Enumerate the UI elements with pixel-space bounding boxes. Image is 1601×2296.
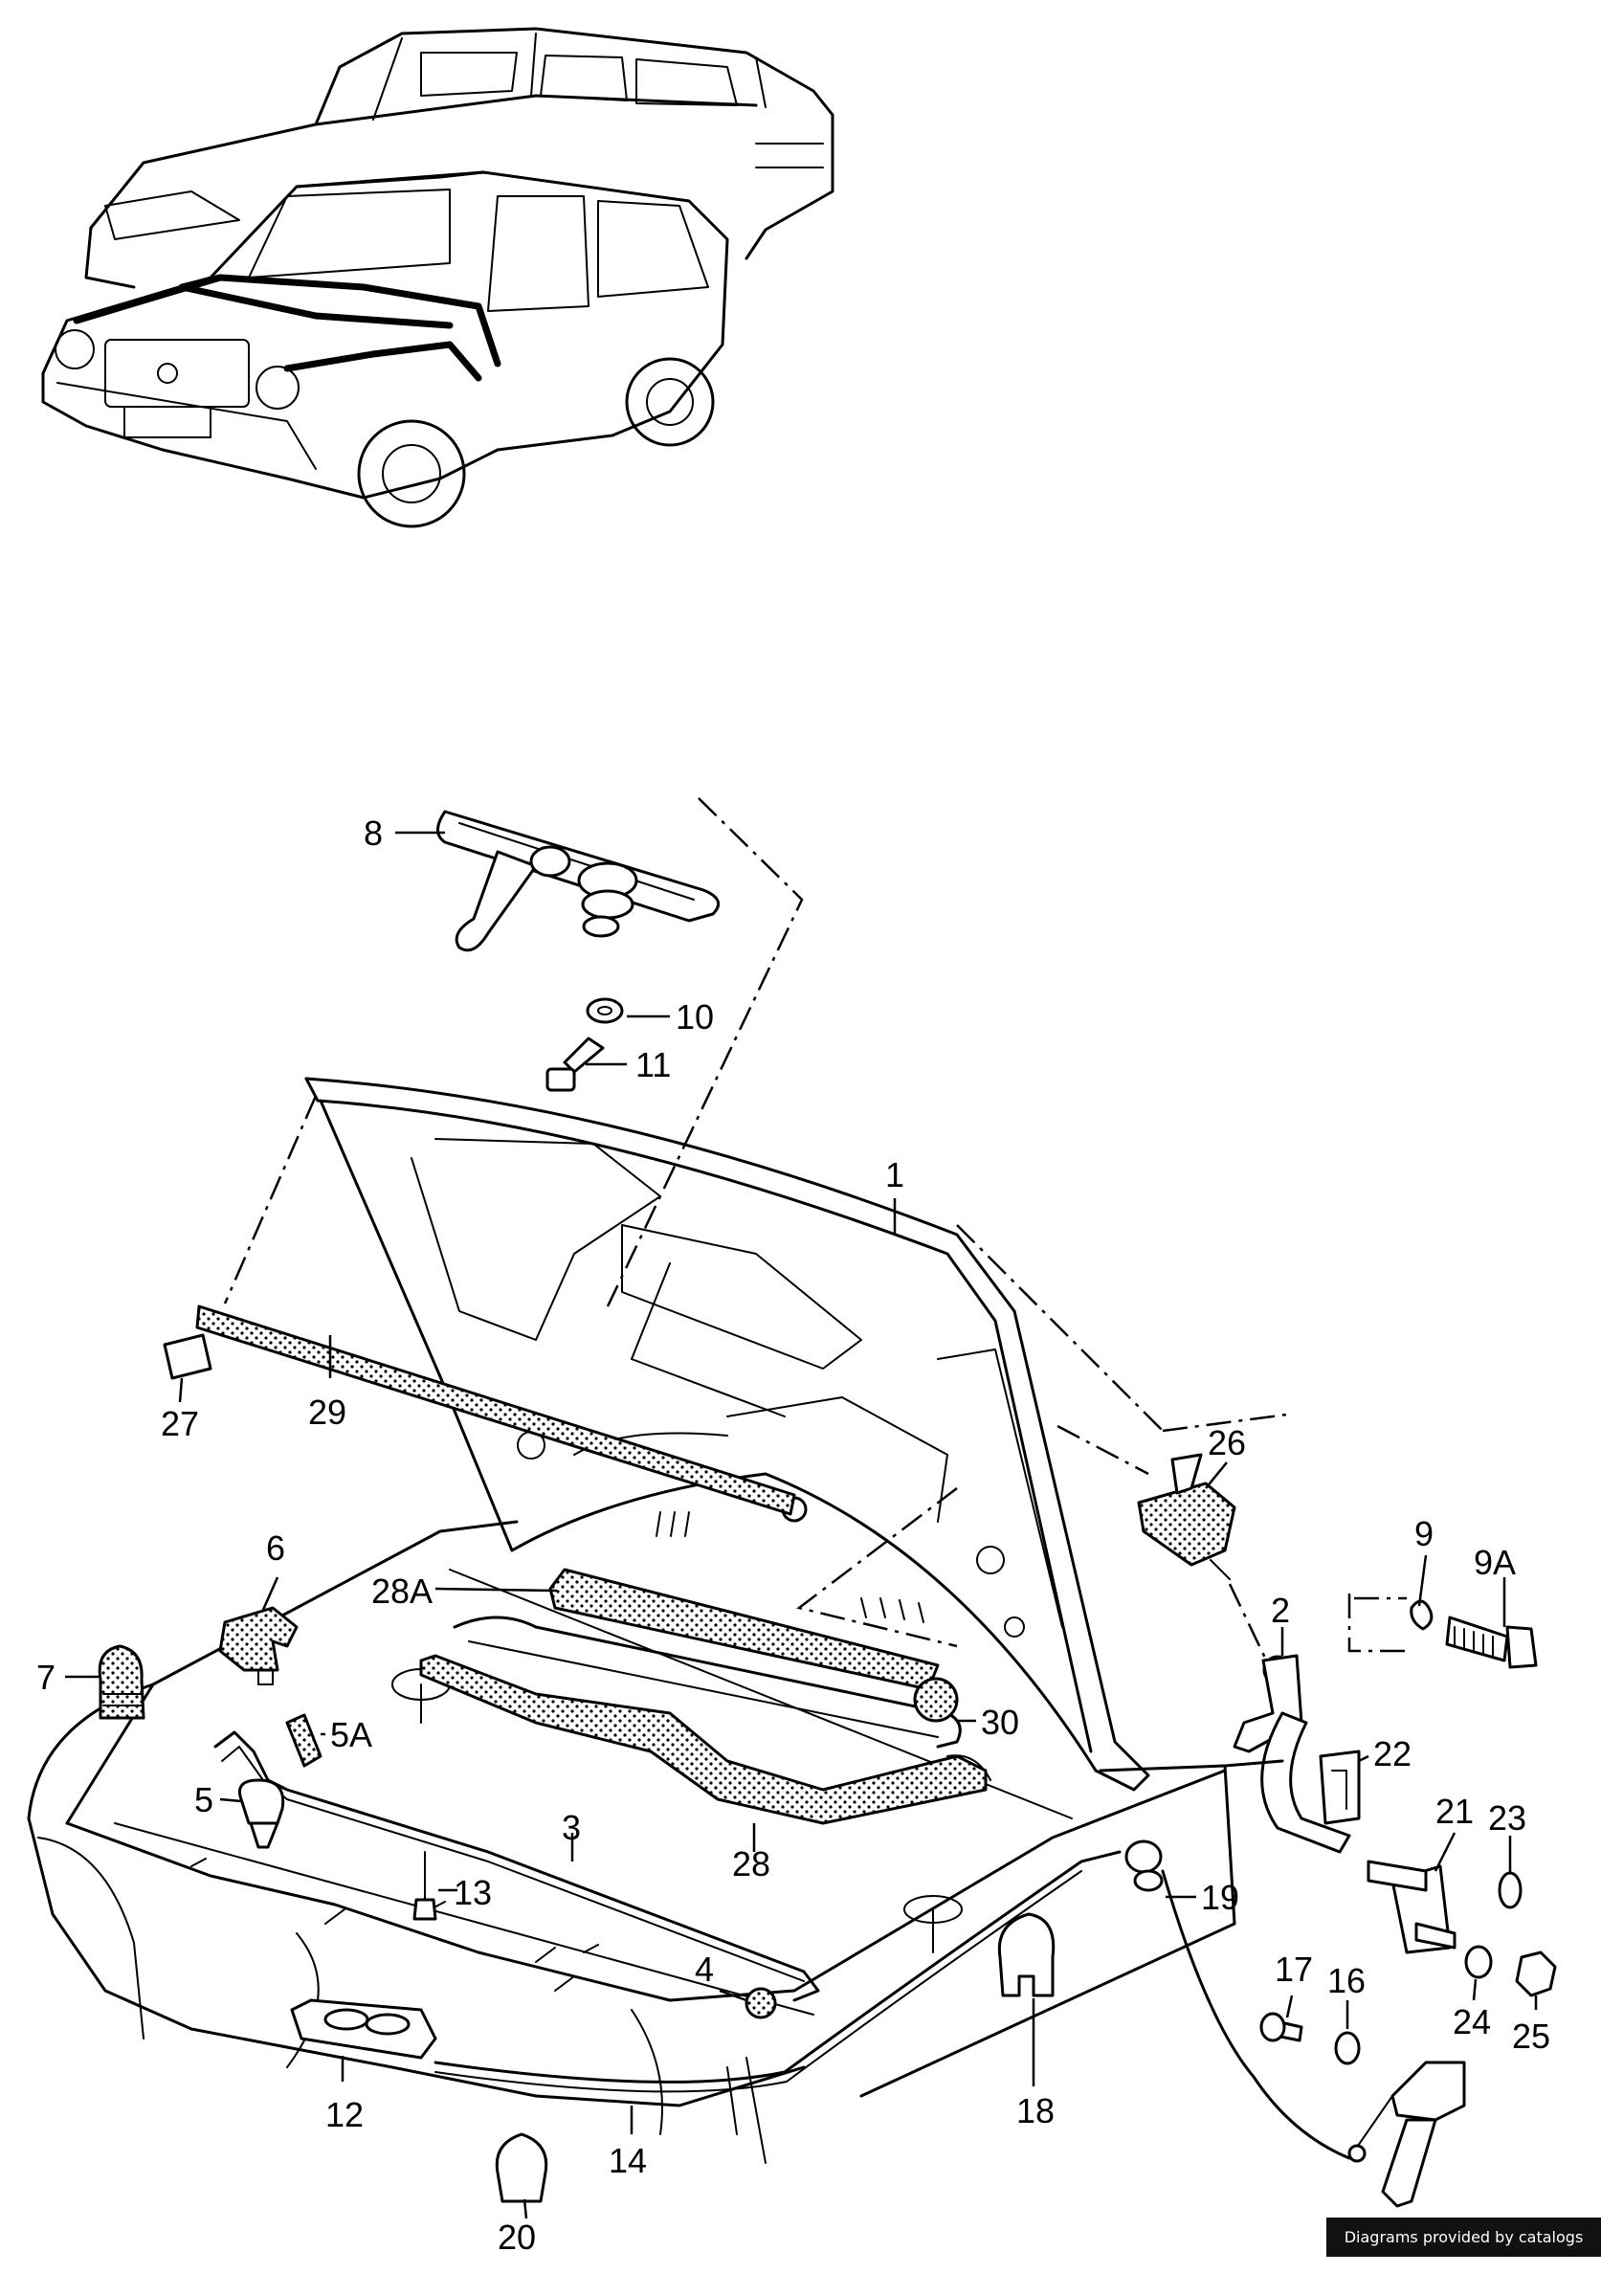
callout-23: 23 bbox=[1488, 1798, 1526, 1838]
callout-5: 5 bbox=[194, 1780, 213, 1819]
rubber-buffer-27 bbox=[163, 1333, 212, 1380]
callout-leaders bbox=[65, 831, 1538, 2219]
support-rod-3 bbox=[213, 1730, 820, 2002]
callout-14: 14 bbox=[609, 2141, 647, 2180]
diagram-credit: Diagrams provided by catalogs parts bbox=[1326, 2218, 1601, 2285]
callout-19: 19 bbox=[1201, 1878, 1239, 1917]
front-edge-profile bbox=[453, 1616, 962, 1749]
callout-26: 26 bbox=[1208, 1423, 1246, 1462]
washer-10 bbox=[586, 997, 624, 1024]
cable-grommet-19 bbox=[1124, 1839, 1164, 1892]
pin-13 bbox=[412, 1851, 437, 1921]
hinge-bolt-9A bbox=[1445, 1616, 1538, 1669]
callout-3: 3 bbox=[562, 1808, 581, 1847]
callout-labels: 1 2 3 4 5 5A 6 7 8 9 9A 10 11 12 13 14 1… bbox=[36, 814, 1550, 2257]
callout-9: 9 bbox=[1414, 1514, 1434, 1553]
callout-24: 24 bbox=[1453, 2002, 1491, 2041]
callout-12: 12 bbox=[325, 2095, 364, 2134]
callout-13: 13 bbox=[454, 1873, 492, 1912]
release-cable-run bbox=[1161, 1869, 1351, 2160]
release-cable-14 bbox=[434, 1850, 1122, 2084]
sedan-outline bbox=[84, 27, 834, 289]
grommet-4 bbox=[745, 1987, 777, 2019]
callout-28: 28 bbox=[732, 1844, 770, 1884]
clip-5 bbox=[238, 1778, 285, 1849]
hinge-mount-21 bbox=[1367, 1860, 1456, 1954]
callout-16: 16 bbox=[1327, 1961, 1366, 2000]
cable-clip-20 bbox=[495, 2132, 548, 2203]
callout-18: 18 bbox=[1016, 2091, 1055, 2130]
callout-21: 21 bbox=[1435, 1792, 1474, 1831]
washer-24 bbox=[1464, 1945, 1493, 1979]
callout-7: 7 bbox=[36, 1658, 56, 1697]
callout-9A: 9A bbox=[1474, 1543, 1516, 1582]
callout-29: 29 bbox=[308, 1393, 346, 1432]
callout-10: 10 bbox=[676, 997, 714, 1037]
buffer-30 bbox=[913, 1677, 959, 1723]
bolt-11 bbox=[563, 1037, 605, 1074]
callout-6: 6 bbox=[266, 1528, 285, 1568]
callout-20: 20 bbox=[498, 2218, 536, 2257]
hood-hinge-2 bbox=[1233, 1654, 1351, 1854]
callout-4: 4 bbox=[695, 1950, 714, 1989]
callout-22: 22 bbox=[1373, 1734, 1412, 1773]
hood-panel bbox=[304, 1077, 1150, 1792]
hood-lock-assembly bbox=[436, 810, 721, 1092]
buffer-7 bbox=[98, 1644, 145, 1720]
callout-11: 11 bbox=[635, 1045, 671, 1084]
callout-1: 1 bbox=[885, 1155, 904, 1194]
grommet-26 bbox=[1137, 1453, 1236, 1580]
alignment-lines bbox=[223, 797, 1407, 1695]
sleeve-5A bbox=[285, 1713, 322, 1768]
callout-2: 2 bbox=[1271, 1591, 1290, 1630]
washer-23 bbox=[1498, 1871, 1523, 1909]
callout-17: 17 bbox=[1275, 1950, 1313, 1989]
washer-9 bbox=[1410, 1599, 1434, 1631]
stay-bracket-6 bbox=[218, 1606, 299, 1672]
cable-clip-18 bbox=[997, 1912, 1056, 1997]
release-lever bbox=[1348, 2061, 1466, 2208]
vehicle-locator bbox=[41, 27, 834, 528]
callout-25: 25 bbox=[1512, 2017, 1550, 2056]
callout-5A: 5A bbox=[330, 1715, 372, 1754]
seal-strip-29 bbox=[195, 1304, 796, 1516]
callout-27: 27 bbox=[161, 1404, 199, 1443]
lock-body-12 bbox=[290, 1998, 437, 2060]
hatchback-outline bbox=[41, 170, 729, 528]
nut-25 bbox=[1515, 1950, 1557, 1997]
callout-8: 8 bbox=[364, 814, 383, 853]
callout-30: 30 bbox=[981, 1703, 1019, 1742]
callout-28A: 28A bbox=[371, 1572, 433, 1611]
washer-16 bbox=[1334, 2031, 1361, 2065]
hinge-bracket-22 bbox=[1319, 1750, 1361, 1825]
front-body-structure bbox=[27, 1520, 1284, 2164]
seal-strip-28A bbox=[548, 1568, 940, 1691]
